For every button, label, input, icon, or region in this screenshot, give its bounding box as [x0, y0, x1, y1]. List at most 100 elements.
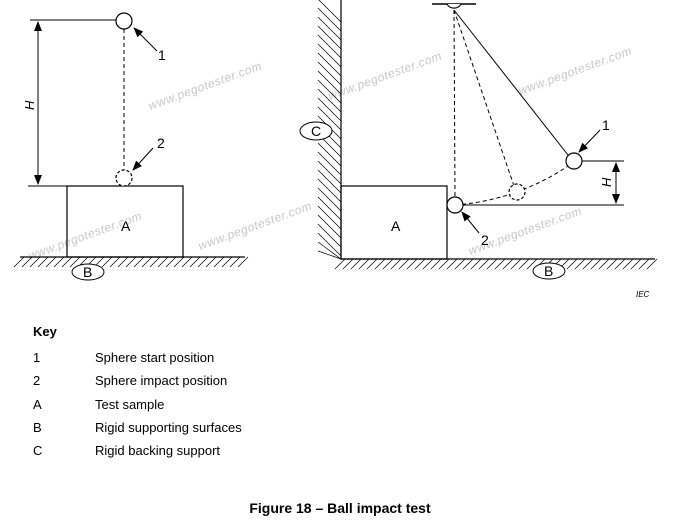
hatch-line [317, 88, 342, 113]
right-callout-2: 2 [481, 232, 489, 248]
hatch-line [406, 258, 418, 270]
hatch-line [526, 258, 538, 270]
hatch-line [566, 258, 578, 270]
hatch-line [317, 61, 342, 86]
hatch-line [598, 258, 610, 270]
hatch-line [317, 43, 342, 68]
hatch-line [614, 258, 626, 270]
left-callout-1: 1 [158, 47, 166, 63]
hatch-line [237, 256, 249, 268]
hatch-line [582, 258, 594, 270]
hatch-line [317, 106, 342, 131]
right-backing-label: C [311, 123, 321, 139]
watermarks: www.pegotester.com www.pegotester.com ww… [26, 44, 633, 263]
hatch-line [390, 258, 402, 270]
right-surface-ellipse [532, 262, 566, 280]
key-title: Key [33, 324, 57, 339]
right-callout-1: 1 [602, 117, 610, 133]
hatch-line [502, 258, 514, 270]
key-symbol: B [33, 420, 42, 435]
hatch-line [646, 258, 658, 270]
hatch-line [317, 16, 342, 41]
key-item: 1 Sphere start position [33, 349, 214, 367]
hatch-line [181, 256, 193, 268]
right-wall-hatch [317, 0, 342, 260]
hatch-line [149, 256, 161, 268]
key-description: Test sample [95, 397, 165, 412]
hatch-line [21, 256, 33, 268]
pendulum-string [453, 9, 569, 156]
hatch-line [317, 160, 342, 185]
right-backing-ellipse [299, 121, 333, 141]
right-callout-1-arrow [578, 129, 601, 153]
hatch-line [470, 258, 482, 270]
hatch-line [350, 258, 362, 270]
right-sample-box [340, 185, 448, 260]
right-surface-label: B [544, 263, 553, 279]
key-description: Sphere start position [95, 350, 215, 365]
hatch-line [317, 7, 342, 32]
left-ground-hatch [13, 256, 249, 268]
left-sphere-impact [115, 169, 133, 187]
left-callout-1-arrow [133, 27, 158, 52]
pendulum-string-dashed [453, 9, 456, 197]
pendulum-string-dashed-mid [453, 9, 515, 187]
left-callout-2: 2 [157, 135, 165, 151]
hatch-line [189, 256, 201, 268]
hatch-line [366, 258, 378, 270]
right-diagram: A C B H 1 2 IEC [299, 0, 658, 299]
hatch-line [317, 241, 342, 260]
hatch-line [29, 256, 41, 268]
hatch-line [462, 258, 474, 270]
left-height-label: H [22, 100, 37, 110]
hatch-line [157, 256, 169, 268]
hatch-line [630, 258, 642, 270]
hatch-line [454, 258, 466, 270]
watermark-text: www.pegotester.com [196, 199, 313, 253]
hatch-line [638, 258, 650, 270]
hatch-line [422, 258, 434, 270]
hatch-line [109, 256, 121, 268]
hatch-line [317, 97, 342, 122]
hatch-line [606, 258, 618, 270]
hatch-line [117, 256, 129, 268]
hatch-line [317, 25, 342, 50]
left-surface-ellipse [71, 263, 105, 281]
watermark-text: www.pegotester.com [146, 59, 263, 113]
hatch-line [37, 256, 49, 268]
hatch-line [45, 256, 57, 268]
key-description: Rigid backing support [95, 443, 221, 458]
hatch-line [334, 258, 346, 270]
hatch-line [173, 256, 185, 268]
hatch-line [510, 258, 522, 270]
right-sample-label: A [391, 218, 401, 234]
hatch-line [165, 256, 177, 268]
left-sample-label: A [121, 218, 131, 234]
hatch-line [229, 256, 241, 268]
watermark-text: www.pegotester.com [326, 49, 443, 103]
hatch-line [213, 256, 225, 268]
hatch-line [197, 256, 209, 268]
hatch-line [101, 256, 113, 268]
ball-impact-diagram: www.pegotester.com www.pegotester.com ww… [13, 0, 658, 299]
hatch-line [317, 250, 342, 260]
hatch-line [430, 258, 442, 270]
hatch-line [317, 187, 342, 212]
watermark-text: www.pegotester.com [26, 209, 143, 263]
hatch-line [133, 256, 145, 268]
hatch-line [494, 258, 506, 270]
hatch-line [414, 258, 426, 270]
hatch-line [374, 258, 386, 270]
hatch-line [478, 258, 490, 270]
hatch-line [342, 258, 354, 270]
hatch-line [317, 79, 342, 104]
hatch-line [205, 256, 217, 268]
hatch-line [317, 232, 342, 257]
key-symbol: 1 [33, 350, 41, 365]
hatch-line [382, 258, 394, 270]
hatch-line [486, 258, 498, 270]
hatch-line [317, 223, 342, 248]
hatch-line [318, 0, 342, 23]
